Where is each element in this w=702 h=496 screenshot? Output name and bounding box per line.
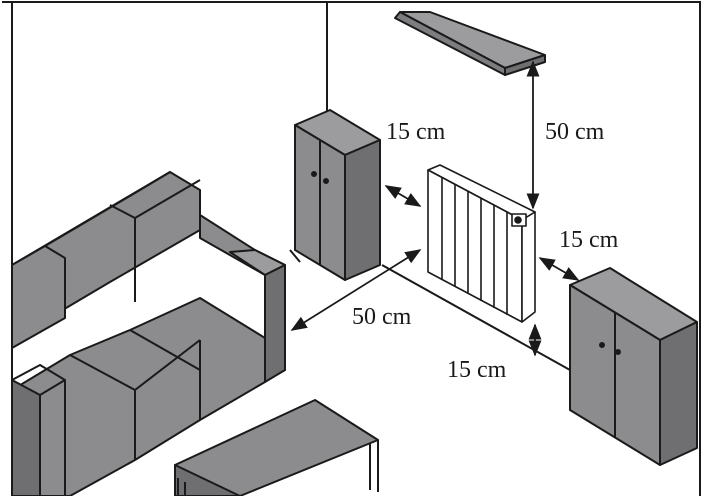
right-cabinet xyxy=(569,267,698,466)
sofa xyxy=(11,171,286,496)
left-cabinet xyxy=(294,109,381,281)
shelf-gap-label: 50 cm xyxy=(545,119,605,145)
right-cabinet-gap-label: 15 cm xyxy=(559,227,619,253)
sofa-gap-label: 50 cm xyxy=(352,304,412,330)
floor-gap-label: 15 cm xyxy=(447,357,507,383)
arrow-left-cabinet-gap xyxy=(384,185,422,207)
coffee-table xyxy=(174,399,379,496)
dimension-arrows xyxy=(290,60,580,357)
wall-shelf xyxy=(394,11,546,76)
left-cabinet-gap-label: 15 cm xyxy=(386,119,446,145)
electric-radiator xyxy=(427,164,536,323)
arrow-right-cabinet-gap xyxy=(538,257,580,281)
arrow-sofa-gap xyxy=(290,249,422,331)
